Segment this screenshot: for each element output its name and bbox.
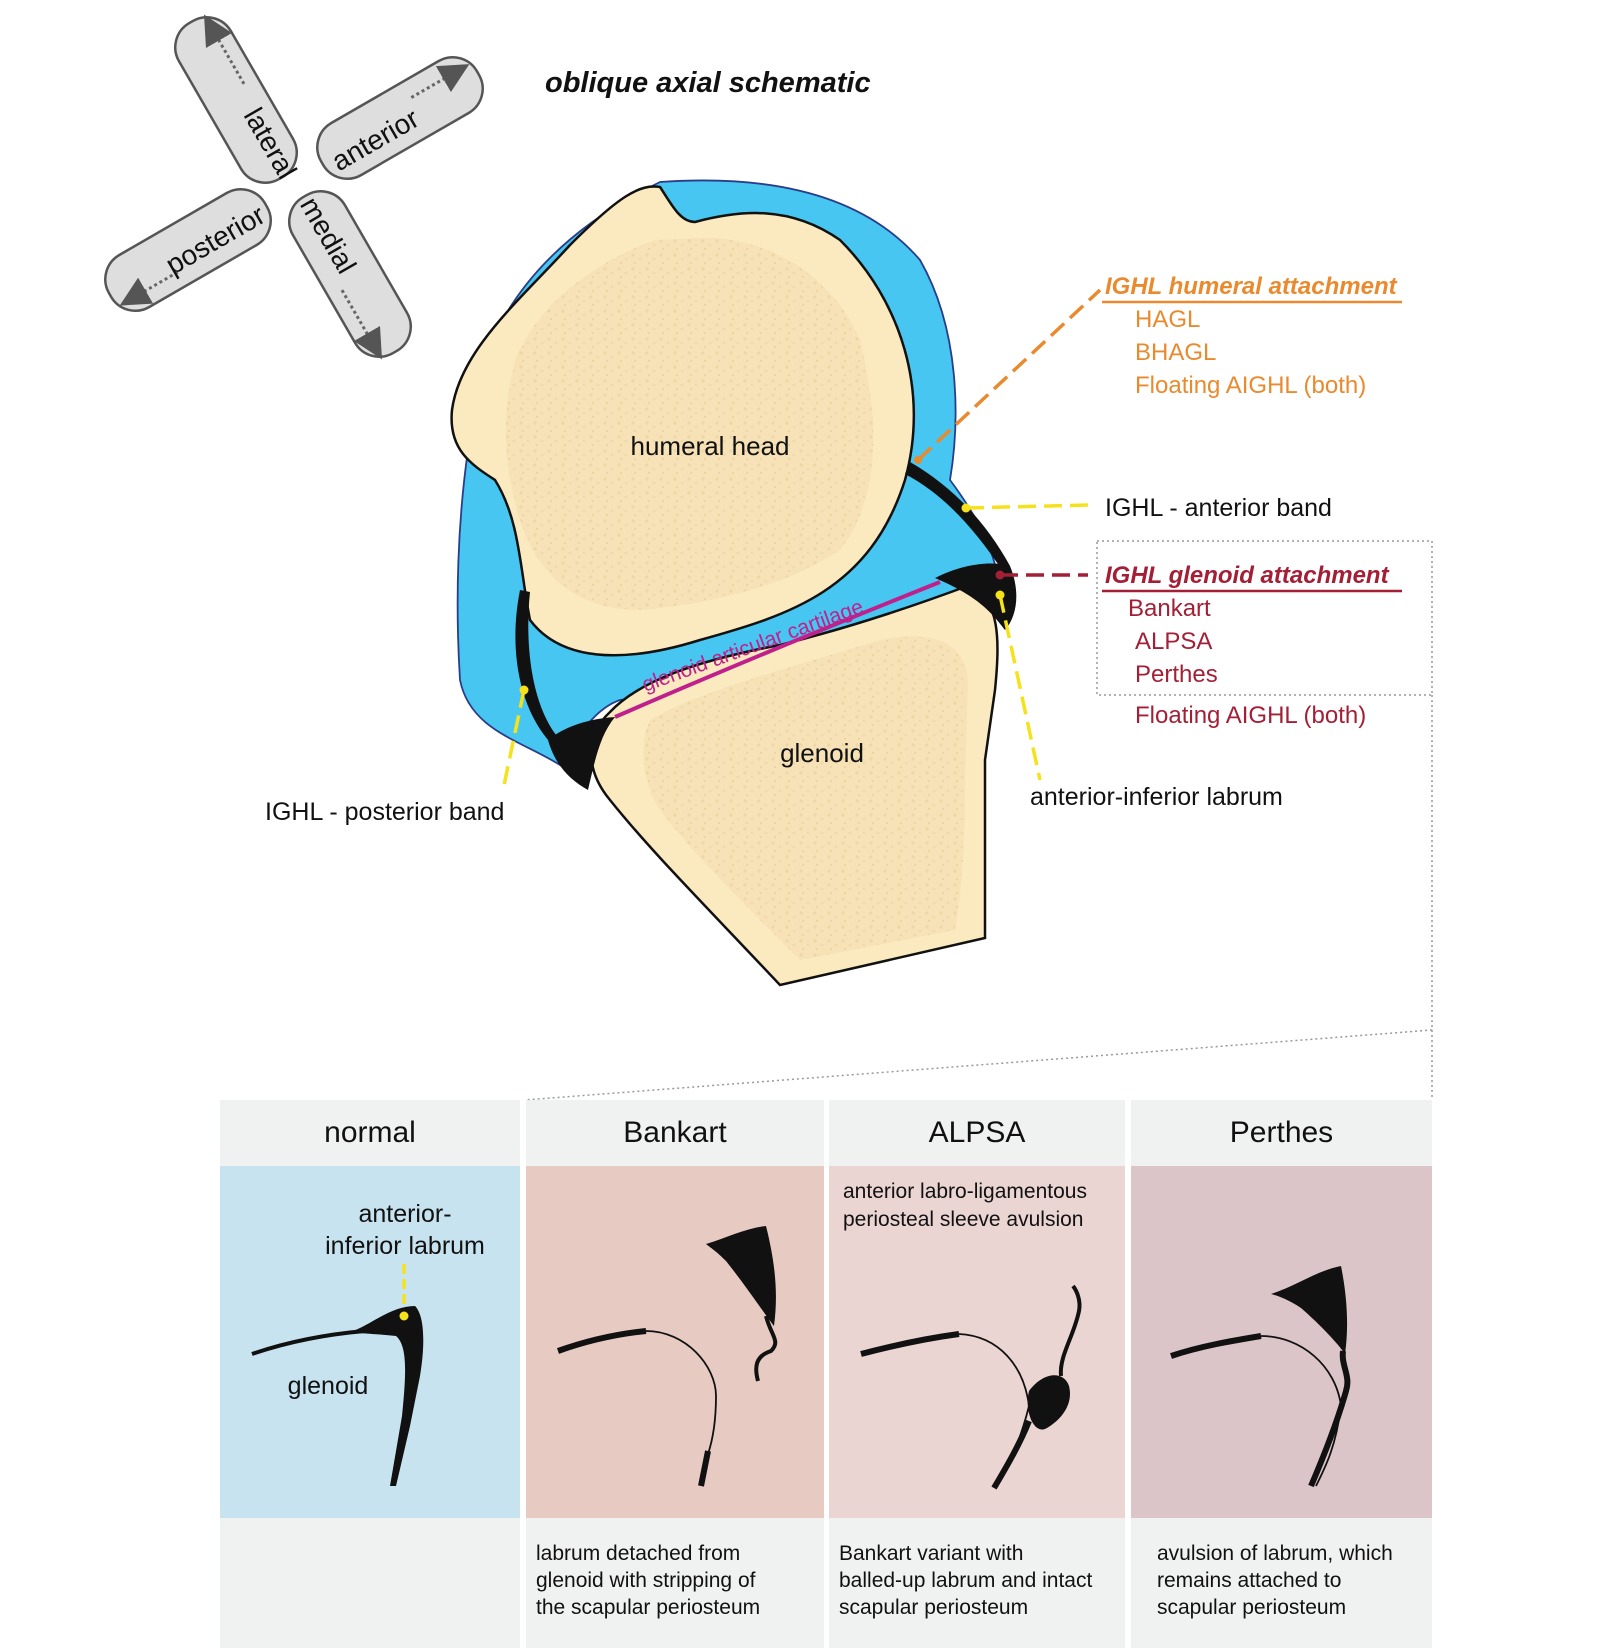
alpsa-glenoid-line bbox=[860, 1331, 960, 1357]
panel-title-normal: normal bbox=[324, 1116, 416, 1149]
callout-lines bbox=[501, 288, 1102, 791]
perthes-diagram bbox=[1170, 1266, 1351, 1488]
perthes-item: Perthes bbox=[1135, 661, 1218, 688]
normal-labrum-label-line2: inferior labrum bbox=[325, 1232, 485, 1260]
ighl-anterior-band bbox=[905, 462, 1010, 570]
posterior-labrum bbox=[548, 717, 615, 790]
alpsa-bone-end bbox=[991, 1419, 1032, 1490]
panel-header-normal: normal bbox=[220, 1100, 520, 1166]
anterior-labrum bbox=[935, 563, 1017, 630]
panel-footer-alpsa: Bankart variant with balled-up labrum an… bbox=[829, 1518, 1125, 1648]
alpsa-balled-labrum bbox=[1027, 1375, 1070, 1430]
perthes-glenoid-line bbox=[1170, 1333, 1262, 1359]
panel-body-normal: anterior- inferior labrum glenoid bbox=[220, 1166, 520, 1518]
ighl-posterior-band-label: IGHL - posterior band bbox=[265, 798, 504, 826]
bankart-caption-line3: the scapular periosteum bbox=[536, 1596, 761, 1619]
perthes-caption-line3: scapular periosteum bbox=[1157, 1596, 1347, 1619]
alpsa-description: anterior labro-ligamentous periosteal sl… bbox=[843, 1178, 1087, 1234]
ighl-anterior-band-label: IGHL - anterior band bbox=[1105, 494, 1332, 522]
diagram-title: oblique axial schematic bbox=[545, 67, 871, 99]
panel-footer-normal bbox=[220, 1518, 520, 1648]
bankart-torn-periosteum bbox=[754, 1315, 778, 1382]
humeral-head-label: humeral head bbox=[631, 431, 790, 461]
panel-header-alpsa: ALPSA bbox=[829, 1100, 1125, 1166]
perthes-caption-line2: remains attached to bbox=[1157, 1569, 1342, 1592]
alpsa-desc-line1: anterior labro-ligamentous bbox=[843, 1180, 1087, 1203]
alpsa-desc-line2: periosteal sleeve avulsion bbox=[843, 1208, 1084, 1231]
panel-footer-perthes: avulsion of labrum, which remains attach… bbox=[1131, 1518, 1432, 1648]
glenoid-attachment-box bbox=[1096, 540, 1433, 696]
normal-labrum-label-line1: anterior- bbox=[358, 1200, 451, 1228]
ighl-posterior-band bbox=[515, 590, 556, 740]
normal-labrum-shape bbox=[350, 1306, 424, 1486]
bankart-diagram bbox=[556, 1226, 778, 1487]
panel-header-bankart: Bankart bbox=[526, 1100, 824, 1166]
humeral-head-bone bbox=[450, 185, 916, 657]
alpsa-sleeve bbox=[1058, 1284, 1082, 1377]
normal-diagram: anterior- inferior labrum glenoid bbox=[251, 1200, 485, 1486]
panel-footer-bankart: labrum detached from glenoid with stripp… bbox=[526, 1518, 824, 1648]
bankart-caption-line2: glenoid with stripping of bbox=[536, 1569, 756, 1592]
perthes-periosteum bbox=[1260, 1335, 1342, 1487]
glenoid-articular-cartilage bbox=[614, 580, 941, 719]
humeral-attachment-heading: IGHL humeral attachment bbox=[1105, 273, 1398, 300]
bankart-detached-labrum bbox=[706, 1226, 776, 1326]
panel-body-alpsa: anterior labro-ligamentous periosteal sl… bbox=[829, 1166, 1125, 1518]
normal-glenoid-line bbox=[251, 1329, 366, 1356]
alpsa-item: ALPSA bbox=[1135, 628, 1212, 655]
floating-aighl-glenoid-item: Floating AIGHL (both) bbox=[1135, 702, 1366, 729]
panel-header-perthes: Perthes bbox=[1131, 1100, 1432, 1166]
bankart-periosteum bbox=[645, 1330, 717, 1455]
panel-title-alpsa: ALPSA bbox=[928, 1116, 1026, 1149]
alpsa-periosteum bbox=[958, 1333, 1030, 1487]
panel-title-bankart: Bankart bbox=[623, 1116, 727, 1149]
bankart-glenoid-line bbox=[556, 1328, 647, 1354]
alpsa-caption-line3: scapular periosteum bbox=[839, 1596, 1029, 1619]
orientation-compass: lateral anterior posterior medial bbox=[104, 14, 484, 360]
alpsa-diagram bbox=[860, 1284, 1082, 1490]
anterior-inferior-labrum-label: anterior-inferior labrum bbox=[1030, 783, 1283, 811]
alpsa-caption-line1: Bankart variant with bbox=[839, 1542, 1024, 1565]
panel-body-bankart bbox=[526, 1166, 824, 1518]
panel-title-perthes: Perthes bbox=[1229, 1116, 1334, 1149]
bankart-bone-end bbox=[698, 1450, 711, 1487]
perthes-caption-line1: avulsion of labrum, which bbox=[1157, 1542, 1393, 1565]
normal-glenoid-label: glenoid bbox=[288, 1372, 369, 1400]
alpsa-caption-line2: balled-up labrum and intact bbox=[839, 1569, 1093, 1592]
glenoid-attachment-heading: IGHL glenoid attachment bbox=[1105, 562, 1390, 589]
panel-body-perthes bbox=[1131, 1166, 1432, 1518]
hagl-item: HAGL bbox=[1135, 306, 1200, 333]
panel-connector bbox=[524, 695, 1433, 1101]
perthes-attached-periosteum bbox=[1308, 1350, 1351, 1488]
perthes-labrum bbox=[1271, 1266, 1348, 1354]
glenoid-label: glenoid bbox=[780, 738, 864, 768]
bhagl-item: BHAGL bbox=[1135, 339, 1216, 366]
bankart-caption-line1: labrum detached from bbox=[536, 1542, 741, 1565]
floating-aighl-humeral-item: Floating AIGHL (both) bbox=[1135, 372, 1366, 399]
bankart-item: Bankart bbox=[1128, 595, 1211, 622]
